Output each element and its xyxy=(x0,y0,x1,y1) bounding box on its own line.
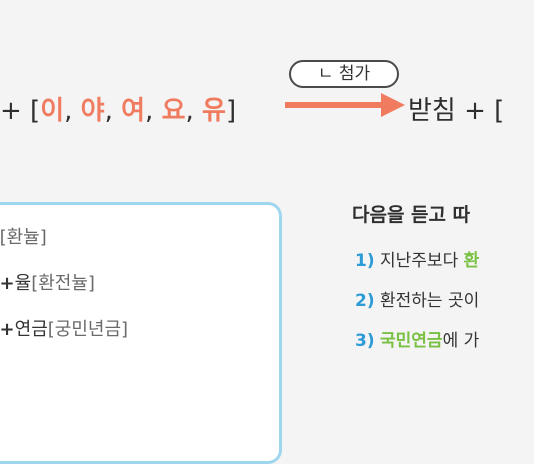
rule-prefix: + [ xyxy=(0,96,41,126)
highlight-word: 국민연금 xyxy=(380,331,443,351)
question-3: 3) 국민연금에 가 xyxy=(355,331,480,351)
rule-result: 받침 + [ xyxy=(408,96,505,126)
example-2: 전+율[환전뉼] xyxy=(0,273,95,294)
question-2: 2) 환전하는 곳이 xyxy=(355,291,480,311)
vowel-yu: 유 xyxy=(202,96,226,126)
vowel-i: 이 xyxy=(40,96,65,126)
question-number: 1) xyxy=(355,251,375,271)
rule-left: + [이, 야, 여, 요, 유] xyxy=(0,96,237,126)
question-1: 1) 지난주보다 환 xyxy=(355,251,480,271)
vowel-ya: 야 xyxy=(80,96,105,126)
question-title: 다음을 듣고 따 xyxy=(352,204,471,226)
vowel-yeo: 여 xyxy=(121,96,146,126)
n-insertion-badge: ㄴ 첨가 xyxy=(289,60,399,88)
question-number: 2) xyxy=(355,291,375,311)
rule-suffix: ] xyxy=(225,96,237,126)
example-1: 율[환뉼] xyxy=(0,227,47,248)
vowel-yo: 요 xyxy=(161,96,186,126)
examples-box: 율[환뉼] 전+율[환전뉼] 민+연금[궁민년금] xyxy=(0,202,282,464)
question-number: 3) xyxy=(355,331,375,351)
right-arrow-icon xyxy=(285,93,405,117)
rule-row: + [이, 야, 여, 요, 유] ㄴ 첨가 받침 + [ xyxy=(0,60,534,140)
example-3: 민+연금[궁민년금] xyxy=(0,319,129,340)
highlight-word: 환 xyxy=(463,251,480,271)
